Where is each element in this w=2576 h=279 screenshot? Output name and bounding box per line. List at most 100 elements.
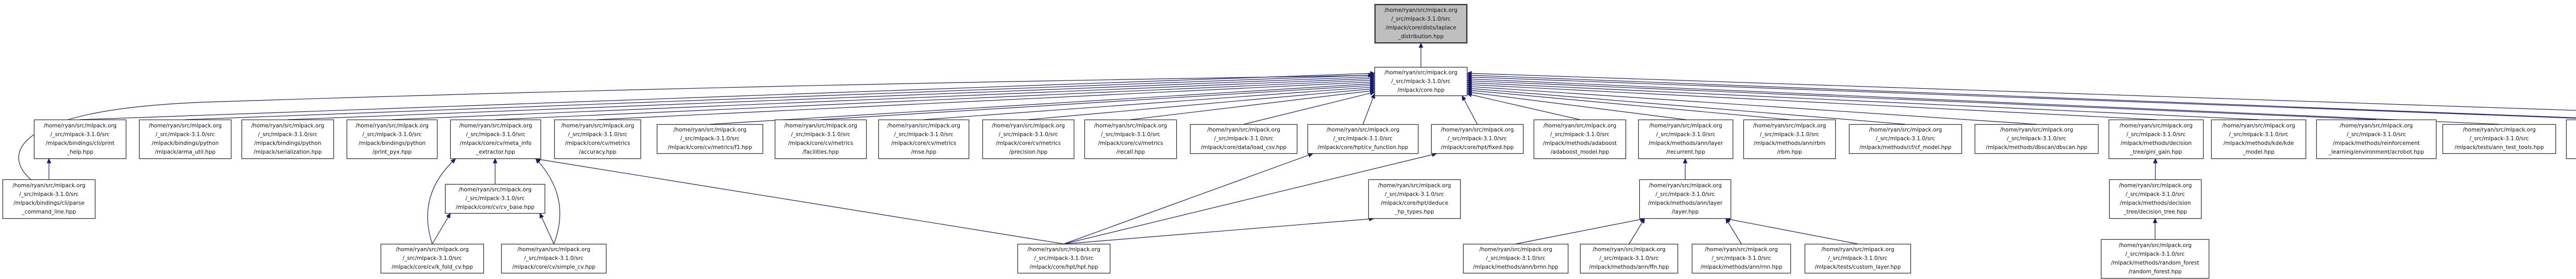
- graph-node-range_search_utils[interactable]: /home/ryan/src/mlpack.org/_src/mlpack-3.…: [2566, 120, 2576, 159]
- node-label-line: /mlpack/methods/reinforcement: [2333, 140, 2420, 146]
- include-edge-recurrent-to-core: [1466, 90, 1686, 120]
- node-label-line: /_src/mlpack-3.1.0/src: [1759, 132, 1820, 138]
- node-label-line: _help.hpp: [66, 149, 94, 155]
- node-label-line: /_src/mlpack-3.1.0/src: [258, 132, 318, 138]
- graph-node-kde_model[interactable]: /home/ryan/src/mlpack.org/_src/mlpack-3.…: [2211, 120, 2306, 159]
- include-edge-adaboost_model-to-core: [1466, 92, 1580, 120]
- include-edge-test_tools-to-core: [1466, 73, 2576, 118]
- graph-node-root[interactable]: /home/ryan/src/mlpack.org/_src/mlpack-3.…: [1375, 4, 1467, 43]
- graph-node-rnn[interactable]: /home/ryan/src/mlpack.org/_src/mlpack-3.…: [1692, 244, 1791, 273]
- node-label-line: /mlpack/methods/dbscan/dbscan.hpp: [1986, 144, 2088, 151]
- node-label-line: /_src/mlpack-3.1.0/src: [362, 132, 422, 138]
- graph-node-acrobot[interactable]: /home/ryan/src/mlpack.org/_src/mlpack-3.…: [2316, 120, 2436, 159]
- include-edge-facilities-to-core: [820, 83, 1376, 120]
- node-label-line: /_src/mlpack-3.1.0/src: [19, 191, 79, 198]
- graph-node-k_fold_cv[interactable]: /home/ryan/src/mlpack.org/_src/mlpack-3.…: [381, 244, 484, 273]
- graph-node-load_csv[interactable]: /home/ryan/src/mlpack.org /_src/mlpack-3.…: [1190, 124, 1297, 154]
- graph-node-brnn[interactable]: /home/ryan/src/mlpack.org/_src/mlpack-3.…: [1463, 244, 1568, 273]
- graph-node-print_help[interactable]: /home/ryan/src/mlpack.org/_src/mlpack-3.…: [34, 120, 126, 159]
- include-edge-print_pyx-to-core: [392, 76, 1376, 120]
- graph-node-custom_layer[interactable]: /home/ryan/src/mlpack.org/_src/mlpack-3.…: [1805, 244, 1911, 273]
- node-label-line: /mlpack/bindings/python: [254, 140, 321, 146]
- graph-node-print_pyx[interactable]: /home/ryan/src/mlpack.org /_src/mlpack-3.…: [347, 120, 437, 159]
- include-edge-k_fold_cv-to-meta_info_extractor: [427, 158, 456, 244]
- include-edge-arma_util-to-core: [185, 73, 1376, 120]
- graph-node-ann_test_tools[interactable]: /home/ryan/src/mlpack.org /_src/mlpack-3.…: [2443, 124, 2556, 154]
- graph-node-gini_gain[interactable]: /home/ryan/src/mlpack.org/_src/mlpack-3.…: [2109, 120, 2204, 159]
- include-edge-hpt-to-deduce_hp_types: [1063, 217, 1375, 244]
- node-label-line: /_src/mlpack-3.1.0/src: [1333, 136, 1393, 142]
- node-label-line: /mlpack/bindings/python: [358, 140, 426, 146]
- node-label-line: /mlpack/serialization.hpp: [253, 149, 322, 155]
- node-label-line: /_src/mlpack-3.1.0/src: [1391, 16, 1451, 22]
- graph-node-recurrent[interactable]: /home/ryan/src/mlpack.org/_src/mlpack-3.…: [1638, 120, 1733, 159]
- node-label-line: /home/ryan/src/mlpack.org: [2222, 123, 2295, 129]
- graph-node-recall[interactable]: /home/ryan/src/mlpack.org/_src/mlpack-3.…: [1084, 120, 1177, 159]
- node-label-line: /_src/mlpack-3.1.0/src: [1391, 78, 1451, 85]
- graph-node-cv_base[interactable]: /home/ryan/src/mlpack.org/_src/mlpack-3.…: [445, 184, 545, 214]
- graph-node-deduce_hp_types[interactable]: /home/ryan/src/mlpack.org/_src/mlpack-3.…: [1368, 179, 1461, 219]
- graph-node-hpt[interactable]: /home/ryan/src/mlpack.org/_src/mlpack-3.…: [1018, 244, 1110, 273]
- graph-node-rbm[interactable]: /home/ryan/src/mlpack.org/_src/mlpack-3.…: [1743, 120, 1836, 159]
- node-label-line: /mlpack/core/cv/metrics: [995, 140, 1061, 146]
- graph-node-core[interactable]: /home/ryan/src/mlpack.org/_src/mlpack-3.…: [1375, 67, 1467, 96]
- node-label-line: /_src/mlpack-3.1.0/src: [791, 132, 851, 138]
- node-label-line: /mlpack/core/cv/cv_base.hpp: [455, 204, 535, 210]
- node-label-line: /home/ryan/src/mlpack.org: [355, 123, 429, 129]
- graph-node-arma_util[interactable]: /home/ryan/src/mlpack.org/_src/mlpack-3.…: [139, 120, 231, 159]
- node-label-line: _model.hpp: [2243, 149, 2275, 155]
- node-label-line: /mlpack/core/hpt/fixed.hpp: [1440, 144, 1514, 151]
- graph-node-random_forest[interactable]: /home/ryan/src/mlpack.org/_src/mlpack-3.…: [2101, 239, 2209, 278]
- node-label-line: /_src/mlpack-3.1.0/src: [2125, 251, 2185, 257]
- node-label-line: /mlpack/core/hpt/cv_function.hpp: [1317, 144, 1409, 151]
- node-label-line: /mlpack/methods/adaboost: [1543, 140, 1617, 146]
- graph-node-simple_cv[interactable]: /home/ryan/src/mlpack.org/_src/mlpack-3.…: [501, 244, 606, 273]
- node-label-line: /mlpack/methods/random_forest: [2111, 260, 2199, 266]
- node-label-line: /home/ryan/src/mlpack.org: [992, 123, 1065, 129]
- include-edge-f1-to-core: [709, 81, 1376, 125]
- graph-node-layer[interactable]: /home/ryan/src/mlpack.org/_src/mlpack-3.…: [1639, 179, 1731, 219]
- node-label-line: /layer.hpp: [1671, 209, 1699, 215]
- graph-node-ffn[interactable]: /home/ryan/src/mlpack.org/_src/mlpack-3.…: [1580, 244, 1678, 273]
- node-label-line: /home/ryan/src/mlpack.org: [2000, 127, 2073, 133]
- graph-node-cv_function[interactable]: /home/ryan/src/mlpack.org/_src/mlpack-3.…: [1308, 124, 1418, 154]
- node-label-line: /home/ryan/src/mlpack.org: [1649, 123, 1722, 129]
- node-label-line: /mlpack/methods/decision: [2120, 200, 2191, 206]
- include-edge-load_csv-to-core: [1243, 91, 1376, 125]
- node-label-line: /home/ryan/src/mlpack.org: [1207, 127, 1280, 133]
- graph-node-parse_command_line[interactable]: /home/ryan/src/mlpack.org/_src/mlpack-3.…: [3, 179, 95, 219]
- graph-node-fixed[interactable]: /home/ryan/src/mlpack.org/_src/mlpack-3.…: [1431, 124, 1523, 154]
- node-label-line: /home/ryan/src/mlpack.org: [2463, 127, 2536, 133]
- graph-node-cf_model[interactable]: /home/ryan/src/mlpack.org/_src/mlpack-3.…: [1849, 124, 1962, 154]
- graph-node-decision_tree[interactable]: /home/ryan/src/mlpack.org/_src/mlpack-3.…: [2109, 179, 2201, 219]
- node-label-line: /home/ryan/src/mlpack.org: [1378, 183, 1451, 189]
- node-label-line: /mlpack/core/cv/metrics: [788, 140, 854, 146]
- node-label-line: _command_line.hpp: [22, 209, 76, 215]
- node-label-line: /mlpack/core/hpt/deduce: [1380, 200, 1449, 206]
- graph-node-accuracy[interactable]: /home/ryan/src/mlpack.org/_src/mlpack-3.…: [554, 120, 641, 159]
- node-label-line: /_src/mlpack-3.1.0/src: [1214, 136, 1274, 142]
- node-label-line: /mlpack/methods/ann/brnn.hpp: [1473, 264, 1558, 270]
- graph-node-mse[interactable]: /home/ryan/src/mlpack.org/_src/mlpack-3.…: [878, 120, 969, 159]
- node-label-line: _hp_types.hpp: [1395, 209, 1434, 215]
- node-label-line: /mlpack/core/data/load_csv.hpp: [1200, 144, 1287, 151]
- node-label-line: /rbm.hpp: [1777, 149, 1802, 155]
- node-label-line: /_src/mlpack-3.1.0/src: [466, 132, 526, 138]
- graph-node-facilities[interactable]: /home/ryan/src/mlpack.org/_src/mlpack-3.…: [775, 120, 867, 159]
- graph-node-precision[interactable]: /home/ryan/src/mlpack.org/_src/mlpack-3.…: [982, 120, 1074, 159]
- node-label-line: /_src/mlpack-3.1.0/src: [2469, 136, 2529, 142]
- node-label-line: /mlpack/core/cv/metrics: [565, 140, 631, 146]
- node-label-line: /home/ryan/src/mlpack.org: [459, 123, 532, 129]
- node-label-line: /home/ryan/src/mlpack.org: [673, 127, 747, 133]
- graph-node-dbscan[interactable]: /home/ryan/src/mlpack.org/_src/mlpack-3.…: [1975, 124, 2098, 154]
- include-edge-test_function_tools-to-core: [1466, 71, 2576, 111]
- include-edge-hpt-to-cv_function: [1063, 153, 1314, 244]
- node-label-line: /random_forest.hpp: [2128, 269, 2182, 275]
- node-label-line: /_src/mlpack-3.1.0/src: [1034, 255, 1094, 261]
- graph-node-f1[interactable]: /home/ryan/src/mlpack.org/_src/mlpack-3.…: [657, 124, 763, 154]
- graph-node-meta_info_extractor[interactable]: /home/ryan/src/mlpack.org /_src/mlpack-3.…: [450, 120, 541, 159]
- node-label-line: /home/ryan/src/mlpack.org: [1705, 247, 1778, 253]
- graph-node-py_serialization[interactable]: /home/ryan/src/mlpack.org/_src/mlpack-3.…: [242, 120, 334, 159]
- graph-node-adaboost_model[interactable]: /home/ryan/src/mlpack.org/_src/mlpack-3.…: [1534, 120, 1626, 159]
